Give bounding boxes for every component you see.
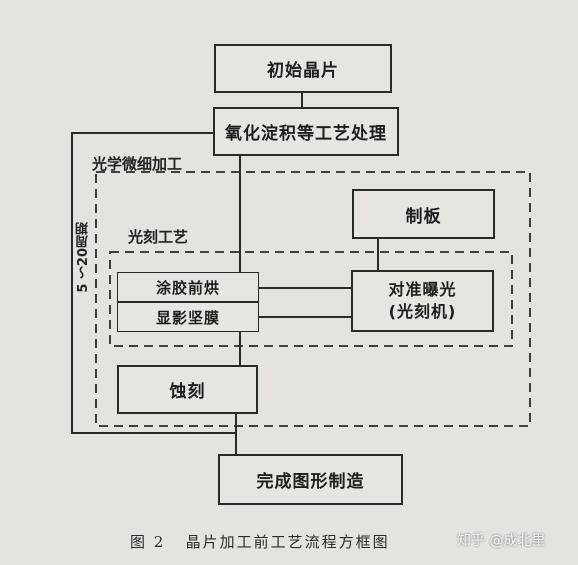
lithography-region [109,251,513,347]
box-oxidation: 氧化淀积等工艺处理 [213,107,399,156]
watermark: 知乎 @成北里 [457,533,546,549]
initial-wafer-label: 初始晶片 [267,61,339,81]
box-coating: 涂胶前烘 [117,272,259,302]
exposure-label: 对准曝光 [388,280,457,299]
etching-label: 蚀刻 [169,382,206,402]
box-develop: 显影坚膜 [117,302,259,332]
exposure-sublabel: (光刻机) [388,302,457,321]
box-exposure: 对准曝光 (光刻机) [351,270,494,332]
optical-micro-label: 光学微细加工 [92,155,183,173]
lithography-label: 光刻工艺 [128,228,189,246]
cycle-label: 5 ～20周期 [76,222,91,293]
box-initial-wafer: 初始晶片 [214,44,392,93]
box-etching: 蚀刻 [117,365,258,414]
box-plate-making: 制板 [352,189,495,239]
optical-micro-region [95,171,531,427]
coating-label: 涂胶前烘 [155,278,220,297]
plate-making-label: 制板 [405,206,442,227]
figure-caption: 图 2 晶片加工前工艺流程方框图 [130,533,390,551]
cycle-loop-line [71,132,236,434]
box-finish: 完成图形制造 [218,454,403,505]
finish-label: 完成图形制造 [256,472,365,492]
develop-label: 显影坚膜 [155,308,220,327]
oxidation-label: 氧化淀积等工艺处理 [225,124,387,144]
